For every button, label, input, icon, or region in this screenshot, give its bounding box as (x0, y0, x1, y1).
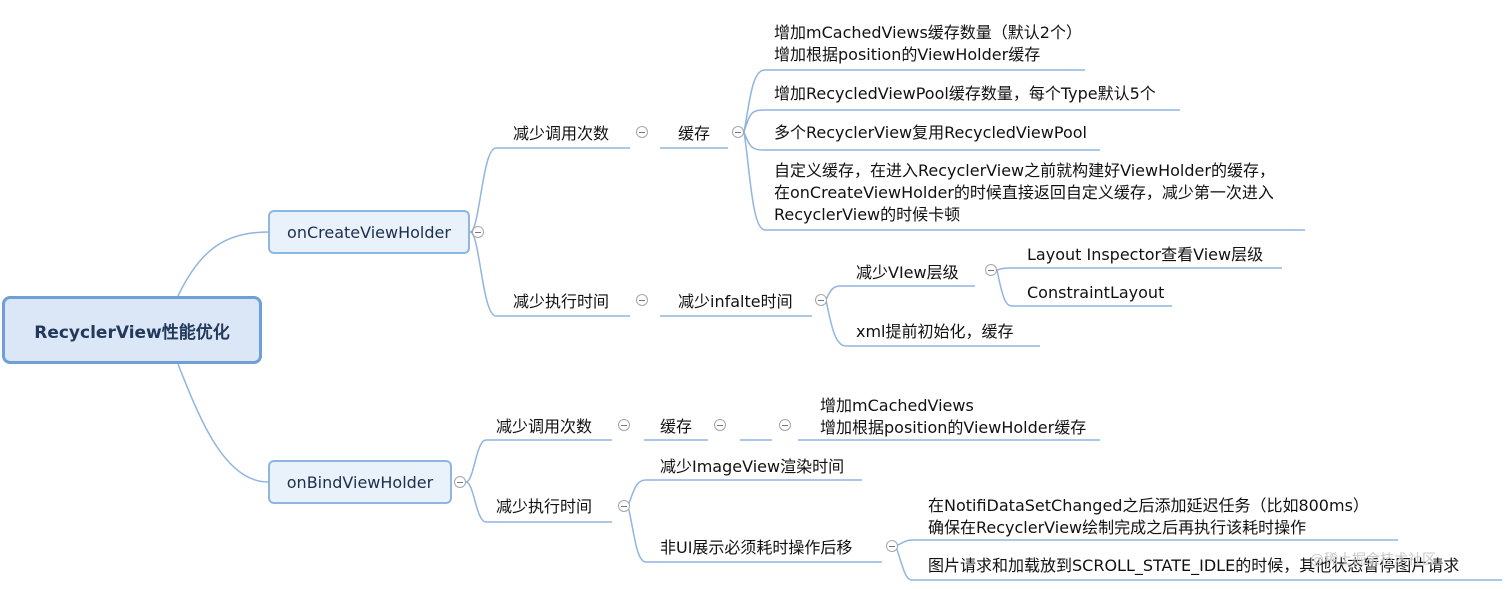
collapse-icon[interactable] (472, 226, 484, 238)
inflate-node[interactable]: 减少infalte时间 (678, 292, 793, 311)
bind-cache-node[interactable]: 缓存 (660, 417, 693, 436)
connector (825, 285, 975, 301)
imageview-render-item: 减少ImageView渲染时间 (660, 457, 845, 476)
collapse-icon[interactable] (815, 294, 827, 306)
create-cache-node[interactable]: 缓存 (678, 124, 711, 143)
connector (177, 363, 269, 483)
cache-item-4-line-1: 自定义缓存，在进入RecyclerView之前就构建好ViewHolder的缓存… (774, 161, 1275, 180)
cache-item-1-line-1: 增加mCachedViews缓存数量（默认2个） (774, 23, 1082, 42)
connector (743, 131, 1305, 231)
cache-item-4-line-2: 在onCreateViewHolder的时候直接返回自定义缓存，减少第一次进入 (774, 183, 1274, 202)
collapse-icon[interactable] (454, 476, 466, 488)
collapse-icon[interactable] (636, 126, 648, 138)
defer-node[interactable]: 非UI展示必须耗时操作后移 (660, 538, 853, 557)
connector (996, 267, 1282, 271)
collapse-icon[interactable] (985, 264, 997, 276)
collapse-icon[interactable] (886, 540, 898, 552)
xml-preinit-item: xml提前初始化，缓存 (856, 322, 1014, 341)
root-node[interactable]: RecyclerView性能优化 (2, 296, 262, 364)
constraint-layout-item: ConstraintLayout (1027, 283, 1165, 302)
view-levels-node[interactable]: 减少VIew层级 (856, 263, 959, 282)
cache-item-1-line-2: 增加根据position的ViewHolder缓存 (774, 45, 1041, 64)
collapse-icon[interactable] (618, 500, 630, 512)
layout-inspector-item: Layout Inspector查看View层级 (1027, 245, 1264, 264)
bind-calls-node[interactable]: 减少调用次数 (496, 417, 593, 436)
connector (825, 299, 1040, 347)
connector (465, 481, 612, 523)
cache-item-3: 多个RecyclerView复用RecycledViewPool (774, 123, 1087, 142)
bind-viewholder-node[interactable]: onBindViewHolder (268, 460, 452, 504)
cache-item-4-line-3: RecyclerView的时候卡顿 (774, 205, 961, 224)
bind-cache-item-1: 增加mCachedViews (820, 396, 974, 415)
connector (627, 505, 882, 563)
collapse-icon[interactable] (732, 126, 744, 138)
connector (996, 269, 1172, 307)
watermark: @稀土掘金技术社区 (1310, 552, 1436, 568)
connector (743, 109, 1180, 133)
defer-item-1-line-1: 在NotifiDataSetChanged之后添加延迟任务（比如800ms） (928, 496, 1369, 515)
defer-item-1-line-2: 确保在RecyclerView绘制完成之后再执行该耗时操作 (928, 518, 1307, 537)
connector (465, 439, 612, 483)
collapse-icon[interactable] (636, 294, 648, 306)
create-viewholder-node[interactable]: onCreateViewHolder (268, 210, 470, 254)
collapse-icon[interactable] (714, 419, 726, 431)
connector (627, 479, 862, 507)
connector (469, 147, 630, 233)
connector (743, 131, 1100, 151)
collapse-icon[interactable] (779, 419, 791, 431)
create-exec-node[interactable]: 减少执行时间 (513, 292, 610, 311)
cache-item-2: 增加RecycledViewPool缓存数量，每个Type默认5个 (774, 84, 1156, 103)
connector (895, 545, 1502, 581)
defer-item-2: 图片请求和加载放到SCROLL_STATE_IDLE的时候，其他状态暂停图片请求 (928, 556, 1460, 575)
bind-cache-item-2: 增加根据position的ViewHolder缓存 (820, 418, 1087, 437)
connector (743, 69, 1085, 133)
create-calls-node[interactable]: 减少调用次数 (513, 124, 610, 143)
bind-exec-node[interactable]: 减少执行时间 (496, 497, 593, 516)
connector (895, 539, 1398, 547)
connector (177, 231, 269, 297)
collapse-icon[interactable] (618, 419, 630, 431)
